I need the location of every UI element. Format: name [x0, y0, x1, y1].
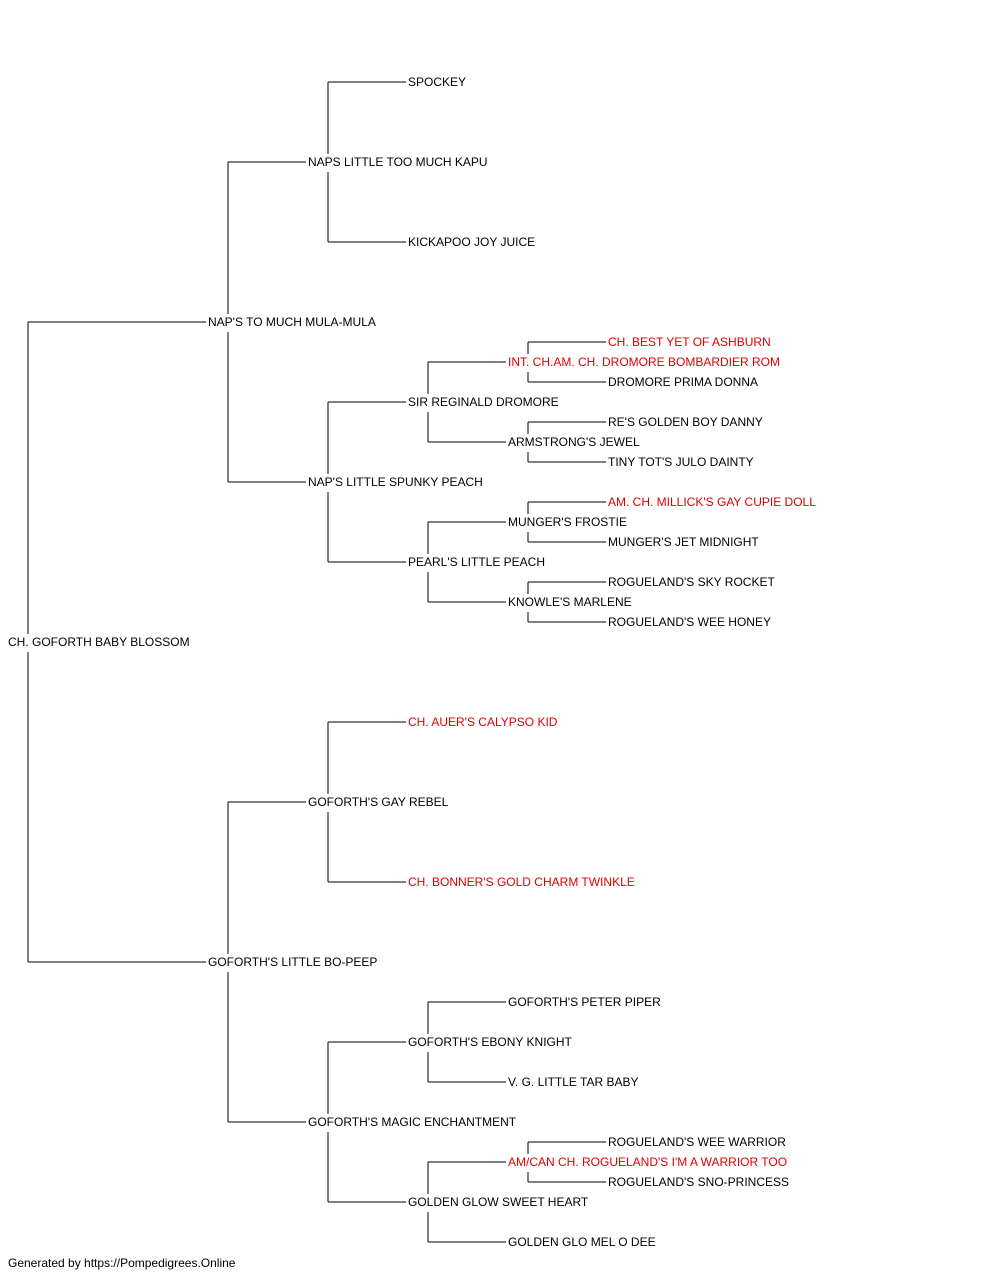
dog-name-nap-s-little-spunky-peach: NAP'S LITTLE SPUNKY PEACH [308, 475, 483, 489]
dog-name-re-s-golden-boy-danny: RE'S GOLDEN BOY DANNY [608, 415, 763, 429]
dog-name-ch-goforth-baby-blossom: CH. GOFORTH BABY BLOSSOM [8, 635, 190, 649]
dog-name-rogueland-s-wee-warrior: ROGUELAND'S WEE WARRIOR [608, 1135, 786, 1149]
dog-name-sir-reginald-dromore: SIR REGINALD DROMORE [408, 395, 559, 409]
dog-name-rogueland-s-sky-rocket: ROGUELAND'S SKY ROCKET [608, 575, 775, 589]
dog-name-am-can-ch-rogueland-s-i-m-a-warrior-too: AM/CAN CH. ROGUELAND'S I'M A WARRIOR TOO [508, 1155, 787, 1169]
dog-labels: CH. GOFORTH BABY BLOSSOM NAP'S TO MUCH MU… [8, 75, 816, 1249]
dog-name-am-ch-millick-s-gay-cupie-doll: AM. CH. MILLICK'S GAY CUPIE DOLL [608, 495, 816, 509]
dog-name-pearl-s-little-peach: PEARL'S LITTLE PEACH [408, 555, 545, 569]
connector-lines [27, 81, 606, 1243]
dog-name-rogueland-s-sno-princess: ROGUELAND'S SNO-PRINCESS [608, 1175, 789, 1189]
dog-name-tiny-tot-s-julo-dainty: TINY TOT'S JULO DAINTY [608, 455, 754, 469]
dog-name-rogueland-s-wee-honey: ROGUELAND'S WEE HONEY [608, 615, 771, 629]
dog-name-armstrong-s-jewel: ARMSTRONG'S JEWEL [508, 435, 640, 449]
dog-name-goforth-s-magic-enchantment: GOFORTH'S MAGIC ENCHANTMENT [308, 1115, 517, 1129]
dog-name-goforth-s-gay-rebel: GOFORTH'S GAY REBEL [308, 795, 449, 809]
dog-name-knowle-s-marlene: KNOWLE'S MARLENE [508, 595, 632, 609]
dog-name-ch-auer-s-calypso-kid: CH. AUER'S CALYPSO KID [408, 715, 558, 729]
dog-name-nap-s-to-much-mula-mula: NAP'S TO MUCH MULA-MULA [208, 315, 376, 329]
dog-name-ch-bonner-s-gold-charm-twinkle: CH. BONNER'S GOLD CHARM TWINKLE [408, 875, 635, 889]
dog-name-kickapoo-joy-juice: KICKAPOO JOY JUICE [408, 235, 535, 249]
dog-name-golden-glo-mel-o-dee: GOLDEN GLO MEL O DEE [508, 1235, 656, 1249]
generator-credit: Generated by https://Pompedigrees.Online [8, 1256, 236, 1270]
dog-name-munger-s-jet-midnight: MUNGER'S JET MIDNIGHT [608, 535, 759, 549]
dog-name-spockey: SPOCKEY [408, 75, 466, 89]
dog-name-goforth-s-peter-piper: GOFORTH'S PETER PIPER [508, 995, 661, 1009]
dog-name-v-g-little-tar-baby: V. G. LITTLE TAR BABY [508, 1075, 639, 1089]
dog-name-ch-best-yet-of-ashburn: CH. BEST YET OF ASHBURN [608, 335, 771, 349]
dog-name-goforth-s-ebony-knight: GOFORTH'S EBONY KNIGHT [408, 1035, 573, 1049]
dog-name-golden-glow-sweet-heart: GOLDEN GLOW SWEET HEART [408, 1195, 589, 1209]
dog-name-munger-s-frostie: MUNGER'S FROSTIE [508, 515, 627, 529]
dog-name-naps-little-too-much-kapu: NAPS LITTLE TOO MUCH KAPU [308, 155, 488, 169]
dog-name-dromore-prima-donna: DROMORE PRIMA DONNA [608, 375, 758, 389]
dog-name-int-ch-am-ch-dromore-bombardier-rom: INT. CH.AM. CH. DROMORE BOMBARDIER ROM [508, 355, 780, 369]
dog-name-goforth-s-little-bo-peep: GOFORTH'S LITTLE BO-PEEP [208, 955, 377, 969]
